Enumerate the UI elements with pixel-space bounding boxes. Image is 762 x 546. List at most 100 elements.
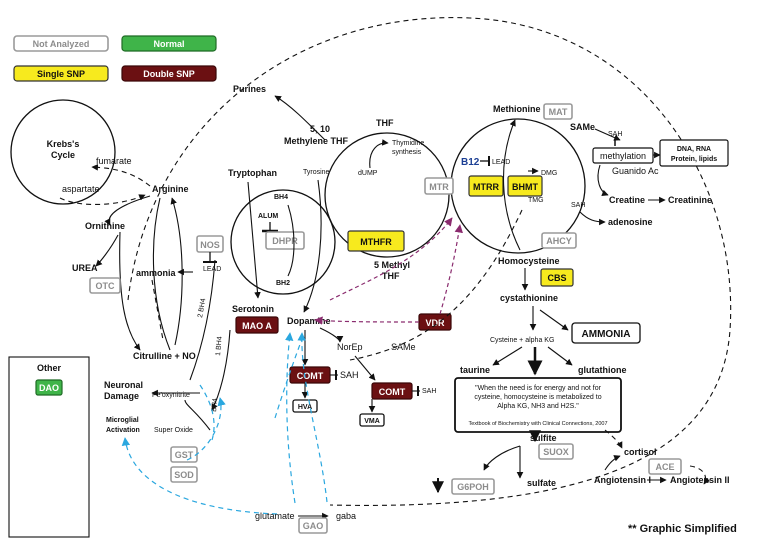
homocysteine-to-methionine-arrow <box>503 119 521 251</box>
ace-label: ACE <box>655 462 674 472</box>
sah-label-2: SAH <box>422 388 436 395</box>
microglial-label-2: Activation <box>106 427 140 434</box>
mtrr-enzyme-box <box>468 175 504 197</box>
mthfr-enzyme-box <box>347 230 405 252</box>
mthfr-label: MTHFR <box>360 237 392 247</box>
norep-label: NorEp <box>337 342 363 352</box>
legend-not-analyzed-swatch <box>13 35 109 52</box>
krebs-cycle-circle <box>10 99 116 205</box>
mat-enzyme-box <box>543 103 573 120</box>
cysteine-to-glutathione-arrow <box>547 346 573 366</box>
nos-label: NOS <box>200 240 220 250</box>
lead-label-2: LEAD <box>492 159 510 166</box>
cysteine-label: Cysteine + alpha KG <box>490 337 554 344</box>
glutamate-to-microglial-link <box>121 437 278 515</box>
dopamine-label: Dopamine <box>287 316 331 326</box>
glutamate-label: glutamate <box>255 511 295 521</box>
gaba-label: gaba <box>336 511 356 521</box>
neuronal-label-1: Neuronal <box>104 380 143 390</box>
cystathionine-to-ammonia-arrow <box>539 309 569 331</box>
lead-label-1: LEAD <box>203 266 221 273</box>
bh4-bh2-line <box>287 204 295 277</box>
sulfite-to-g6poh-arrow <box>483 445 521 471</box>
methylene-label-2: Methylene THF <box>284 136 349 146</box>
thymidine-label-2: synthesis <box>392 149 422 156</box>
folate-cycle-circle <box>324 132 450 258</box>
mao-a-label: MAO A <box>242 321 272 331</box>
methionine-label: Methionine <box>493 104 541 114</box>
bh4-cycle-circle <box>230 189 336 295</box>
methylation-to-creatine-arrow <box>597 164 609 196</box>
sod-label: SOD <box>174 470 194 480</box>
otc-label: OTC <box>96 281 115 291</box>
thf-label: THF <box>376 118 394 128</box>
dopamine-to-mtrr-link <box>329 217 453 301</box>
comt-label-2: COMT <box>379 387 406 397</box>
g6poh-enzyme-box <box>451 478 495 495</box>
dopamine-to-norep-arrow <box>319 327 344 343</box>
ace-enzyme-box <box>648 458 682 475</box>
mtr-enzyme-box <box>424 177 454 195</box>
same-label: SAMe <box>570 122 595 132</box>
bh4-side-label: BH4 <box>211 398 219 412</box>
ornithine-label: Ornithine <box>85 221 125 231</box>
legend-normal-label: Normal <box>153 39 184 49</box>
mao-a-enzyme-box <box>235 316 279 334</box>
quote-line-1: "When the need is for energy and not for <box>475 385 602 392</box>
bh2-label: BH2 <box>276 280 290 287</box>
dao-enzyme-box <box>35 379 63 396</box>
dna-label-2: Protein, lipids <box>671 156 717 163</box>
legend-single-snp-swatch <box>13 65 109 82</box>
two-bh4-label: 2 BH4 <box>197 298 207 318</box>
cystathionine-label: cystathionine <box>500 293 558 303</box>
to-cortisol-arrow <box>604 429 623 449</box>
homocysteine-label: Homocysteine <box>498 256 560 266</box>
comt-label-1: COMT <box>297 371 324 381</box>
legend-normal-swatch <box>121 35 217 52</box>
legend-double-snp-swatch <box>121 65 217 82</box>
purines-label: Purines <box>233 84 266 94</box>
graphic-simplified-note: ** Graphic Simplified <box>628 523 737 535</box>
krebs-label: Krebs's <box>47 139 80 149</box>
vma-label: VMA <box>364 418 380 425</box>
methylene-label-1: 5, 10 <box>310 124 330 134</box>
dump-to-thymidine-arrow <box>369 139 389 169</box>
ammonia-dashed-link <box>151 279 164 341</box>
legend-single-snp-label: Single SNP <box>37 69 85 79</box>
cbs-label: CBS <box>547 273 566 283</box>
ace-to-angiotensin2-arrow <box>689 465 711 485</box>
quote-line-2: cysteine, homocysteine is metabolized to <box>474 394 601 401</box>
tyrosine-label: Tyrosine <box>303 169 330 176</box>
sah-label-1: SAH <box>340 370 359 380</box>
dao-label: DAO <box>39 383 59 393</box>
peroxynitrite-label: Pe'oxynitrite <box>152 392 190 399</box>
dna-label-1: DNA, RNA <box>677 146 711 153</box>
alum-label: ALUM <box>258 213 278 220</box>
otc-enzyme-box <box>89 277 121 294</box>
vdr-label: VDR <box>425 318 445 328</box>
angiotensin2-label: Angiotensin II <box>670 475 730 485</box>
sod-enzyme-box <box>170 466 198 483</box>
superoxide-link <box>184 399 211 431</box>
ahcy-label: AHCY <box>546 236 572 246</box>
bhmt-label: BHMT <box>512 182 538 192</box>
mat-label: MAT <box>549 107 568 117</box>
arginine-to-fumarate-arrow <box>91 164 151 187</box>
vdr-to-mtrr-link <box>439 224 463 315</box>
sulfite-label: sulfite <box>530 433 557 443</box>
same-label-2: SAMe <box>391 342 416 352</box>
serotonin-label: Serotonin <box>232 304 274 314</box>
ammonia-label: ammonia <box>136 268 177 278</box>
same-to-comt-dashed-link <box>349 209 523 361</box>
sulfate-label: sulfate <box>527 478 556 488</box>
thymidine-label-1: Thymidine <box>392 140 424 147</box>
blue-link-peroxynitrite <box>199 384 215 441</box>
guanido-label: Guanido Ac <box>612 166 659 176</box>
dmg-label: DMG <box>541 170 557 177</box>
ahcy-enzyme-box <box>541 232 577 249</box>
ammonia-box <box>571 322 641 344</box>
methylene-to-purines-arrow <box>274 95 326 141</box>
vma-box <box>359 413 385 427</box>
quote-source: Textbook of Biochemistry with Clinical C… <box>468 421 607 427</box>
